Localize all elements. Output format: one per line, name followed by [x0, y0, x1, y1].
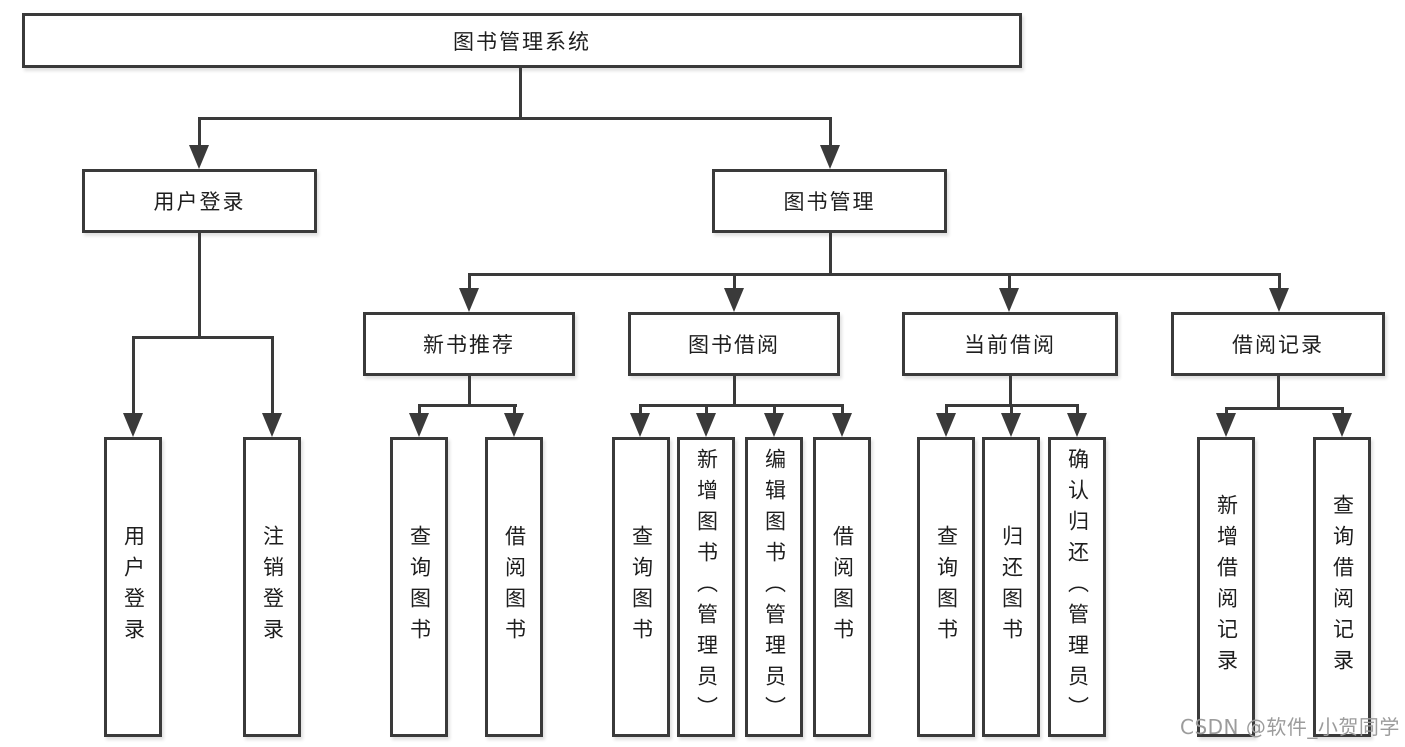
node-book-mgmt-label: 图书管理: [783, 190, 876, 214]
connector-line: [1008, 273, 1011, 291]
leaf-query-books-1: 查询图书: [390, 437, 448, 737]
node-new-books-label: 新书推荐: [423, 333, 515, 357]
leaf-label: 查询图书: [934, 525, 959, 649]
arrow-down-icon: [504, 413, 524, 437]
arrow-down-icon: [1332, 413, 1352, 437]
leaf-label: 新增借阅记录: [1214, 494, 1239, 680]
connector-line: [132, 336, 135, 416]
connector-line: [1277, 374, 1280, 410]
connector-line: [733, 374, 736, 407]
leaf-label: 借阅图书: [830, 525, 855, 649]
leaf-borrow-books-1: 借阅图书: [485, 437, 543, 737]
leaf-label: 归还图书: [999, 525, 1024, 649]
connector-line: [519, 66, 522, 120]
node-user-login-label: 用户登录: [153, 190, 246, 214]
connector-line: [1225, 407, 1344, 410]
connector-line: [841, 404, 844, 416]
leaf-query-books-2: 查询图书: [612, 437, 670, 737]
leaf-add-borrow-record: 新增借阅记录: [1197, 437, 1255, 737]
connector-line: [945, 404, 948, 416]
node-root: 图书管理系统: [22, 13, 1022, 68]
leaf-label: 注销登录: [260, 525, 285, 649]
arrow-down-icon: [999, 288, 1019, 312]
arrow-down-icon: [1269, 288, 1289, 312]
node-current-borrow: 当前借阅: [902, 312, 1118, 376]
connector-line: [198, 117, 201, 147]
connector-line: [513, 404, 516, 416]
leaf-query-books-3: 查询图书: [917, 437, 975, 737]
node-user-login: 用户登录: [82, 169, 317, 233]
leaf-label: 查询借阅记录: [1330, 494, 1355, 680]
connector-line: [705, 404, 708, 416]
arrow-down-icon: [189, 145, 209, 169]
node-book-mgmt: 图书管理: [712, 169, 947, 233]
leaf-label: 查询图书: [407, 525, 432, 649]
leaf-label: 新增图书（管理员）: [694, 447, 719, 727]
node-borrow-records-label: 借阅记录: [1232, 333, 1324, 357]
connector-line: [639, 404, 844, 407]
arrow-down-icon: [696, 413, 716, 437]
arrow-down-icon: [262, 413, 282, 437]
leaf-edit-books-admin: 编辑图书（管理员）: [745, 437, 803, 737]
arrow-down-icon: [1001, 413, 1021, 437]
connector-line: [198, 117, 832, 120]
connector-line: [468, 374, 471, 407]
leaf-label: 确认归还（管理员）: [1065, 447, 1090, 727]
arrow-down-icon: [1216, 413, 1236, 437]
leaf-confirm-return-admin: 确认归还（管理员）: [1048, 437, 1106, 737]
leaf-borrow-books-2: 借阅图书: [813, 437, 871, 737]
csdn-watermark: CSDN @软件_小贺同学: [1180, 715, 1400, 739]
node-book-borrow-label: 图书借阅: [688, 333, 780, 357]
connector-line: [1278, 273, 1281, 291]
leaf-label: 用户登录: [121, 525, 146, 649]
connector-line: [829, 117, 832, 147]
arrow-down-icon: [630, 413, 650, 437]
leaf-logout: 注销登录: [243, 437, 301, 737]
leaf-label: 借阅图书: [502, 525, 527, 649]
connector-line: [1009, 374, 1012, 407]
leaf-label: 编辑图书（管理员）: [762, 447, 787, 727]
connector-line: [198, 231, 201, 339]
connector-line: [271, 336, 274, 416]
connector-line: [773, 404, 776, 416]
arrow-down-icon: [936, 413, 956, 437]
leaf-add-books-admin: 新增图书（管理员）: [677, 437, 735, 737]
leaf-label: 查询图书: [629, 525, 654, 649]
connector-line: [1225, 407, 1228, 416]
arrow-down-icon: [820, 145, 840, 169]
arrow-down-icon: [459, 288, 479, 312]
connector-line: [468, 273, 471, 291]
leaf-query-borrow-record: 查询借阅记录: [1313, 437, 1371, 737]
connector-line: [468, 273, 1281, 276]
node-root-label: 图书管理系统: [453, 29, 591, 54]
connector-line: [639, 404, 642, 416]
arrow-down-icon: [409, 413, 429, 437]
arrow-down-icon: [832, 413, 852, 437]
connector-line: [418, 404, 517, 407]
node-new-books: 新书推荐: [363, 312, 575, 376]
node-current-borrow-label: 当前借阅: [964, 333, 1056, 357]
arrow-down-icon: [1067, 413, 1087, 437]
leaf-user-login: 用户登录: [104, 437, 162, 737]
leaf-return-books: 归还图书: [982, 437, 1040, 737]
connector-line: [1076, 404, 1079, 416]
connector-line: [829, 231, 832, 276]
connector-line: [1010, 404, 1013, 416]
node-book-borrow: 图书借阅: [628, 312, 840, 376]
connector-line: [132, 336, 274, 339]
node-borrow-records: 借阅记录: [1171, 312, 1385, 376]
connector-line: [733, 273, 736, 291]
arrow-down-icon: [123, 413, 143, 437]
connector-line: [418, 404, 421, 416]
connector-line: [1341, 407, 1344, 416]
arrow-down-icon: [764, 413, 784, 437]
arrow-down-icon: [724, 288, 744, 312]
